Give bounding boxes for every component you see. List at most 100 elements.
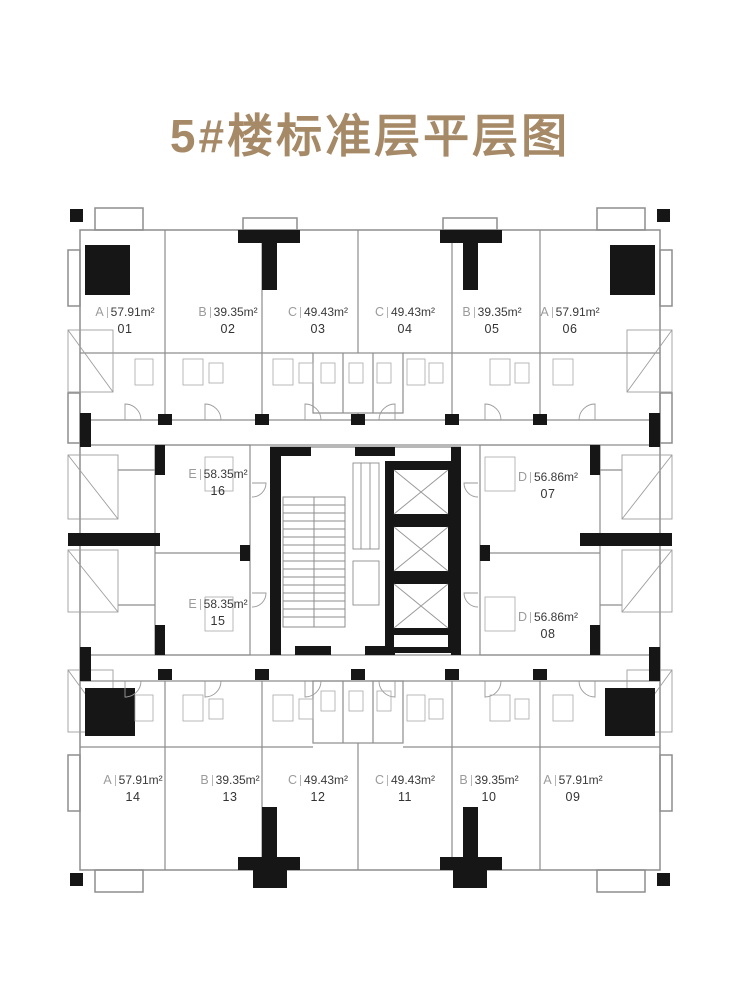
unit-label-15: E 58.35m² 15 <box>163 597 273 629</box>
unit-area: 57.91m² <box>558 773 603 788</box>
unit-type: B <box>462 305 471 319</box>
unit-number: 16 <box>210 483 226 498</box>
unit-type-area: B 39.35m² <box>173 305 283 321</box>
unit-type: B <box>459 773 468 787</box>
unit-type-divider <box>199 599 201 611</box>
unit-type: C <box>374 773 384 787</box>
unit-label-04: C 49.43m² 04 <box>350 305 460 337</box>
unit-number: 03 <box>310 321 326 336</box>
unit-label-05: B 39.35m² 05 <box>437 305 547 337</box>
floor-plan: A 57.91m² 01 B 39.35m² 02 C 49.43m² 03 C 49.… <box>55 195 685 900</box>
unit-type-divider <box>470 775 472 787</box>
unit-type: D <box>517 470 527 484</box>
unit-area: 58.35m² <box>203 467 248 482</box>
unit-type-divider <box>300 775 301 787</box>
unit-number: 09 <box>565 789 581 804</box>
unit-type-divider <box>473 307 475 319</box>
unit-label-11: C 49.43m² 11 <box>350 773 460 805</box>
unit-type-area: D 56.86m² <box>493 470 603 486</box>
unit-type-area: C 49.43m² <box>350 773 460 789</box>
unit-label-14: A 57.91m² 14 <box>78 773 188 805</box>
unit-type-divider <box>199 469 201 481</box>
unit-number: 02 <box>220 321 236 336</box>
unit-type-area: C 49.43m² <box>350 305 460 321</box>
unit-area: 39.35m² <box>477 305 522 320</box>
unit-label-09: A 57.91m² 09 <box>518 773 628 805</box>
unit-type-area: A 57.91m² <box>78 773 188 789</box>
unit-type-area: C 49.43m² <box>263 773 373 789</box>
unit-type-divider <box>551 307 553 319</box>
page-title: 5#楼标准层平层图 <box>169 110 571 162</box>
unit-type-area: E 58.35m² <box>163 597 273 613</box>
unit-type: E <box>188 597 197 611</box>
elevator-bank <box>385 461 457 653</box>
unit-type: D <box>517 610 527 624</box>
door-arcs <box>124 403 596 698</box>
unit-area: 39.35m² <box>474 773 519 788</box>
bathroom-fixtures <box>134 358 574 722</box>
unit-type-divider <box>211 775 213 787</box>
unit-type: C <box>374 305 384 319</box>
unit-area: 49.43m² <box>304 305 349 320</box>
unit-number: 04 <box>397 321 413 336</box>
unit-area: 39.35m² <box>213 305 258 320</box>
unit-number: 07 <box>540 486 556 501</box>
unit-area: 57.91m² <box>110 305 155 320</box>
unit-type-divider <box>106 307 108 319</box>
unit-area: 39.35m² <box>215 773 260 788</box>
unit-area: 49.43m² <box>391 305 436 320</box>
unit-type: A <box>543 773 552 787</box>
unit-type-divider <box>387 775 388 787</box>
unit-area: 49.43m² <box>391 773 436 788</box>
unit-number: 05 <box>484 321 500 336</box>
unit-number: 10 <box>481 789 497 804</box>
unit-number: 14 <box>125 789 141 804</box>
unit-number: 01 <box>117 321 133 336</box>
unit-label-02: B 39.35m² 02 <box>173 305 283 337</box>
unit-type-area: B 39.35m² <box>437 305 547 321</box>
unit-type: B <box>200 773 209 787</box>
unit-type-area: C 49.43m² <box>263 305 373 321</box>
unit-area: 56.86m² <box>534 470 579 485</box>
unit-type-divider <box>530 612 531 624</box>
unit-area: 56.86m² <box>534 610 579 625</box>
unit-type-area: E 58.35m² <box>163 467 273 483</box>
unit-area: 57.91m² <box>555 305 600 320</box>
unit-type-area: A 57.91m² <box>70 305 180 321</box>
unit-area: 58.35m² <box>203 597 248 612</box>
unit-number: 11 <box>398 789 412 804</box>
unit-type: C <box>287 305 297 319</box>
unit-label-16: E 58.35m² 16 <box>163 467 273 499</box>
elevator-x-icon <box>393 469 449 629</box>
unit-type-area: A 57.91m² <box>518 773 628 789</box>
unit-type: C <box>287 773 297 787</box>
unit-area: 49.43m² <box>304 773 349 788</box>
unit-label-03: C 49.43m² 03 <box>263 305 373 337</box>
unit-type-divider <box>530 472 531 484</box>
unit-type: E <box>188 467 197 481</box>
unit-type-area: B 39.35m² <box>434 773 544 789</box>
unit-type-divider <box>300 307 301 319</box>
unit-type-divider <box>554 775 556 787</box>
unit-type-divider <box>387 307 388 319</box>
unit-label-13: B 39.35m² 13 <box>175 773 285 805</box>
unit-number: 06 <box>562 321 578 336</box>
unit-label-10: B 39.35m² 10 <box>434 773 544 805</box>
unit-number: 15 <box>210 613 226 628</box>
unit-type: A <box>95 305 104 319</box>
unit-type-divider <box>114 775 116 787</box>
unit-area: 57.91m² <box>118 773 163 788</box>
unit-type-area: B 39.35m² <box>175 773 285 789</box>
unit-type: A <box>103 773 112 787</box>
staircase <box>282 496 346 628</box>
unit-number: 13 <box>222 789 238 804</box>
unit-type: B <box>198 305 207 319</box>
floor-plan-drawing <box>67 207 673 893</box>
unit-type-divider <box>209 307 211 319</box>
unit-type-area: D 56.86m² <box>493 610 603 626</box>
